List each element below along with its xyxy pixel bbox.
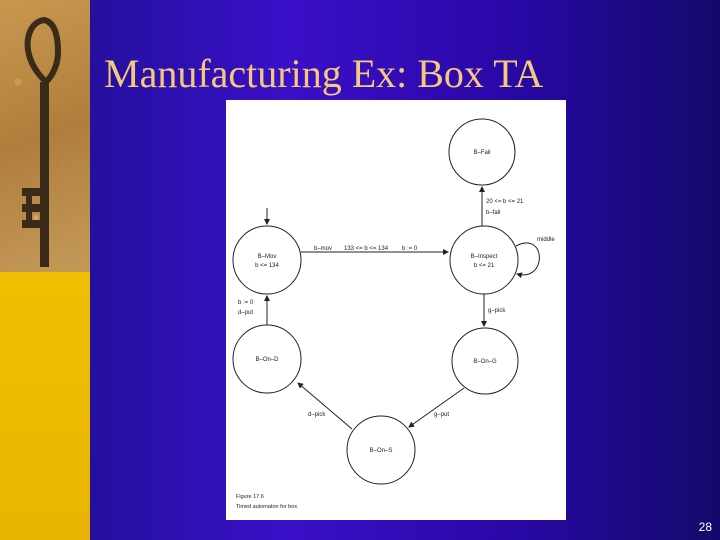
edge-action: b–mov <box>314 246 332 252</box>
state-name: B–On–S <box>370 448 393 454</box>
edge-reset: b := 0 <box>402 246 418 252</box>
state-b-on-d: B–On–D <box>233 325 301 393</box>
state-name: B–Mov <box>258 254 277 260</box>
state-b-mov: B–Mov b <= 134 <box>233 226 301 294</box>
figure-caption-text: Timed automaton for box. <box>236 504 299 510</box>
edge-action: d–put <box>238 310 253 316</box>
key-photo <box>0 0 90 272</box>
state-b-fail: B–Fail <box>449 119 515 185</box>
state-name: B–On–D <box>255 357 279 363</box>
edge-action: g–pick <box>488 308 506 314</box>
edge-reset: b := 0 <box>238 300 254 306</box>
edge-action: b–fail <box>486 210 500 216</box>
edge-on-s-to-on-d <box>298 383 352 429</box>
state-invariant: b <= 134 <box>255 263 279 269</box>
state-name: B–Fail <box>473 150 490 156</box>
page-number: 28 <box>699 520 712 534</box>
edge-action: g–put <box>434 412 449 418</box>
edge-action: middle <box>537 237 555 243</box>
state-b-on-s: B–On–S <box>347 416 415 484</box>
state-b-on-g: B–On–G <box>452 328 518 394</box>
state-name: B–Inspect <box>471 254 498 260</box>
edge-guard: 20 <= b <= 21 <box>486 199 524 205</box>
automaton-diagram: B–Fail B–Mov b <= 134 B–Inspect b <= 21 … <box>226 100 566 520</box>
timed-automaton-figure: B–Fail B–Mov b <= 134 B–Inspect b <= 21 … <box>226 100 566 520</box>
edge-guard: 133 <= b <= 134 <box>344 246 389 252</box>
state-invariant: b <= 21 <box>474 263 495 269</box>
edge-on-g-to-on-s <box>409 388 464 427</box>
state-b-inspect: B–Inspect b <= 21 <box>450 226 518 294</box>
figure-caption-number: Figure 17.6 <box>236 494 264 500</box>
slide-title: Manufacturing Ex: Box TA <box>104 50 543 97</box>
state-name: B–On–G <box>473 359 497 365</box>
edge-action: d–pick <box>308 412 326 418</box>
edge-inspect-self-loop <box>516 243 539 275</box>
key-icon <box>0 0 90 272</box>
